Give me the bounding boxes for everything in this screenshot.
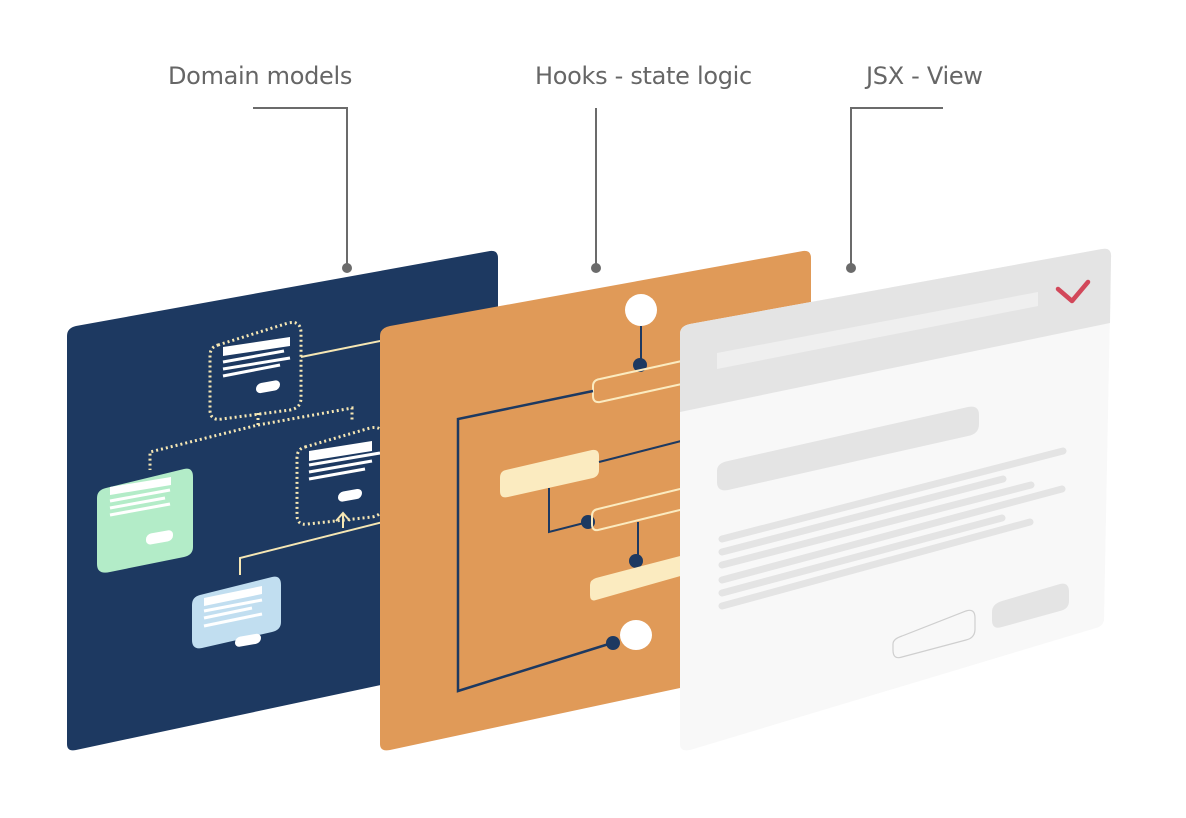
label-domain-models: Domain models	[168, 62, 353, 90]
check-icon	[1055, 279, 1091, 304]
connector-domain-models	[253, 107, 348, 267]
view-secondary-button[interactable]	[892, 609, 976, 659]
model-card-blue	[192, 576, 281, 649]
model-card-green	[97, 468, 193, 573]
connector-view	[850, 107, 943, 267]
label-jsx-view: JSX - View	[866, 62, 983, 90]
hook-start-node	[625, 294, 657, 326]
hook-end-node	[620, 620, 652, 650]
view-primary-button[interactable]	[992, 583, 1069, 628]
connector-dot-domain	[342, 263, 352, 273]
model-card-top	[208, 321, 303, 421]
connector-dot-hooks	[591, 263, 601, 273]
connector-dot-view	[846, 263, 856, 273]
label-hooks-state-logic: Hooks - state logic	[535, 62, 752, 90]
view-title-bar	[717, 292, 1038, 369]
view-heading-placeholder	[717, 406, 979, 491]
panel-jsx-view	[680, 248, 1112, 751]
view-text-lines	[718, 447, 1067, 610]
